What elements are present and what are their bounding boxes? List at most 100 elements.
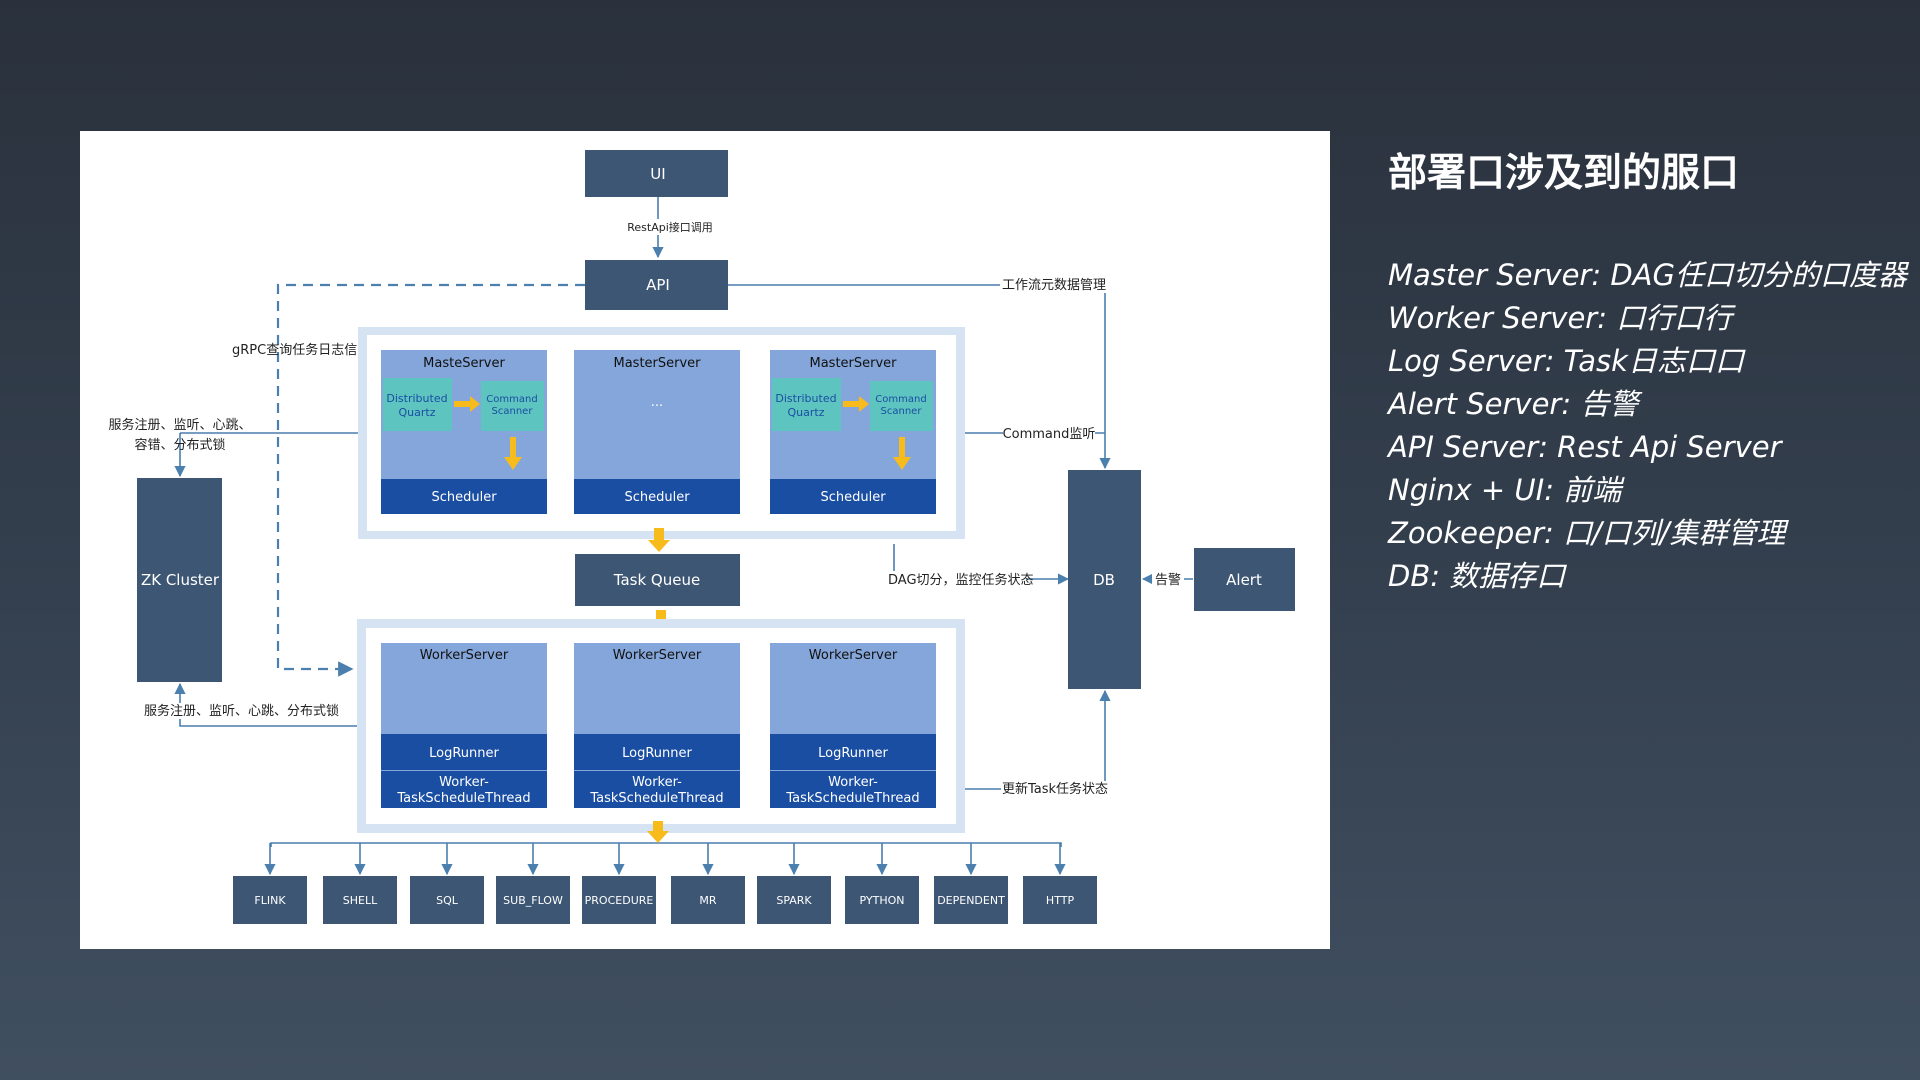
server-list-item: Alert Server: 告警 (1388, 387, 1639, 421)
quartz-to-scanner-arrow (454, 396, 480, 412)
task-type-box (323, 876, 397, 924)
command-scanner-box (870, 381, 933, 431)
worker-server-title: WorkerServer (809, 648, 898, 663)
worker-zk-connector (174, 682, 357, 727)
alert-box (1194, 548, 1295, 611)
zk-cluster-box (137, 478, 222, 682)
ui-label: UI (650, 165, 665, 183)
master-server-title: MasterServer (613, 356, 701, 371)
task-schedule-thread-bar (574, 771, 740, 808)
zk-cluster-label: ZK Cluster (141, 571, 220, 589)
task-type-label: HTTP (1046, 894, 1075, 907)
logrunner-label: LogRunner (818, 746, 888, 761)
master-server-3: MasterServer Distributed Quartz Command … (770, 350, 936, 514)
scanner-to-scheduler-arrow (504, 437, 522, 470)
task-type-box (845, 876, 919, 924)
command-listen-label: Command监听 (1003, 427, 1096, 442)
thread-label-1: Worker- (828, 775, 878, 790)
master-server-1: MasteServer Distributed Quartz Command S… (381, 350, 547, 514)
db-box (1068, 470, 1141, 689)
dag-split-label: DAG切分，监控任务状态 (888, 572, 1034, 588)
task-type-box (582, 876, 656, 924)
master-to-queue-arrow (648, 528, 670, 552)
architecture-diagram: UI API RestApi接口调用 工作流元数据管理 gRPC查询任务日志信息… (80, 131, 1330, 949)
grpc-log-label: gRPC查询任务日志信息 (232, 342, 370, 358)
task-type-box (1023, 876, 1097, 924)
task-type-label: SUB_FLOW (503, 894, 563, 907)
scheduler-label: Scheduler (624, 490, 690, 505)
server-list-item: Log Server: Task日志口口 (1388, 344, 1744, 378)
task-type-box (757, 876, 831, 924)
server-list-item: DB: 数据存口 (1388, 559, 1566, 593)
server-list-item: API Server: Rest Api Server (1388, 430, 1782, 464)
svg-text:Command: Command (486, 394, 537, 405)
restapi-call-label: RestApi接口调用 (627, 221, 713, 234)
task-bus (270, 842, 1062, 847)
alert-notify-label: 告警 (1155, 572, 1181, 588)
api-label: API (646, 276, 670, 294)
task-type-box (671, 876, 745, 924)
ui-box (585, 150, 728, 197)
server-list-item: Zookeeper: 口/口列/集群管理 (1388, 516, 1786, 550)
task-type-label: FLINK (254, 894, 286, 907)
task-type-label: SQL (436, 894, 459, 907)
task-type-box (410, 876, 484, 924)
master-server-title: MasterServer (809, 356, 897, 371)
worker-register-label: 服务注册、监听、心跳、分布式锁 (144, 703, 339, 719)
command-scanner-box (481, 381, 544, 431)
logrunner-label: LogRunner (622, 746, 692, 761)
server-list-item: Worker Server: 口行口行 (1388, 301, 1733, 335)
side-title: 部署口涉及到的服口 (1388, 151, 1740, 196)
scheduler-bar (381, 479, 547, 514)
scanner-to-scheduler-arrow (893, 437, 911, 470)
grpc-dashed-connector (276, 283, 585, 677)
logrunner-label: LogRunner (429, 746, 499, 761)
task-type-box (496, 876, 570, 924)
svg-text:Command: Command (875, 394, 926, 405)
worker-to-tasks-arrow (647, 821, 669, 843)
thread-label-2: TaskScheduleThread (396, 791, 530, 806)
update-task-label: 更新Task任务状态 (1002, 781, 1108, 797)
scheduler-bar (574, 479, 740, 514)
svg-text:Scanner: Scanner (492, 406, 534, 417)
task-type-box (934, 876, 1008, 924)
svg-text:Quartz: Quartz (788, 406, 825, 419)
zk-register-label-2: 容错、分布式锁 (134, 437, 225, 453)
thread-label-2: TaskScheduleThread (785, 791, 919, 806)
logrunner-bar (770, 734, 936, 770)
server-list-item: Nginx + UI: 前端 (1388, 473, 1622, 507)
zk-register-label-1: 服务注册、监听、心跳、 (108, 417, 251, 433)
logrunner-bar (574, 734, 740, 770)
server-list: Master Server: DAG任口切分的口度器 Worker Server… (1388, 254, 1907, 598)
task-queue-label: Task Queue (613, 571, 700, 589)
task-type-label: PYTHON (860, 894, 905, 907)
distributed-quartz-box (772, 378, 841, 431)
workflow-meta-label: 工作流元数据管理 (1002, 278, 1106, 293)
task-type-label: MR (699, 894, 716, 907)
task-schedule-thread-bar (381, 771, 547, 808)
task-queue-box (575, 554, 740, 606)
ellipsis-label: ... (651, 395, 663, 410)
svg-text:Scanner: Scanner (881, 406, 923, 417)
task-type-label: SHELL (343, 894, 378, 907)
thread-label-1: Worker- (439, 775, 489, 790)
worker-server-title: WorkerServer (420, 648, 509, 663)
server-list-item: Master Server: DAG任口切分的口度器 (1388, 258, 1907, 292)
api-box (585, 260, 728, 310)
thread-label-2: TaskScheduleThread (589, 791, 723, 806)
worker-server-1: WorkerServer LogRunner Worker- TaskSched… (381, 643, 547, 808)
task-type-box (233, 876, 307, 924)
svg-text:Distributed: Distributed (775, 392, 836, 405)
worker-server-3: WorkerServer LogRunner Worker- TaskSched… (770, 643, 936, 808)
scheduler-label: Scheduler (820, 490, 886, 505)
master-server-title: MasteServer (423, 356, 505, 371)
quartz-to-scanner-arrow (843, 396, 869, 412)
worker-server-2: WorkerServer LogRunner Worker- TaskSched… (574, 643, 740, 808)
scheduler-bar (770, 479, 936, 514)
distributed-quartz-box (383, 378, 452, 431)
task-type-label: DEPENDENT (937, 894, 1005, 907)
task-schedule-thread-bar (770, 771, 936, 808)
logrunner-bar (381, 734, 547, 770)
task-type-label: SPARK (776, 894, 812, 907)
